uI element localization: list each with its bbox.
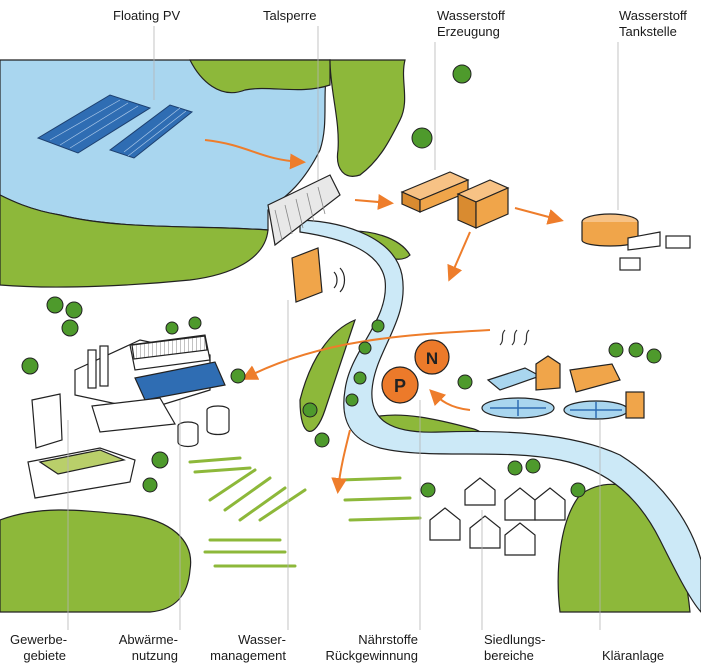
label-abwaermenutzung-line1: Abwärme- [118, 632, 178, 647]
dam [267, 174, 341, 247]
label-naehrstoffe-line1: Nährstoffe [358, 632, 418, 647]
label-naehrstoffe-line2: Rückgewinnung [325, 648, 418, 663]
land-areas [0, 59, 691, 613]
hydropower-building [291, 247, 346, 303]
sewage-treatment-plant [481, 329, 645, 420]
floating-pv-arrays [36, 94, 194, 159]
water-management-fields [188, 456, 422, 568]
label-naehrstoffe-rueckgewinnung: Nährstoffe Rückgewinnung [322, 632, 418, 664]
label-wasserstoff-erzeugung-line2: Erzeugung [437, 24, 500, 39]
label-wasserstoff-erzeugung: Wasserstoff Erzeugung [437, 8, 505, 40]
label-wassermanagement-line1: Wasser- [238, 632, 286, 647]
label-floating-pv: Floating PV [113, 8, 180, 24]
label-abwaermenutzung: Abwärme- nutzung [112, 632, 178, 664]
label-wasserstoff-tankstelle-line1: Wasserstoff [619, 8, 687, 23]
river [299, 219, 701, 613]
nitrogen-icon [414, 339, 450, 375]
label-klaeranlage-text: Kläranlage [602, 648, 665, 663]
label-wassermanagement: Wasser- management [206, 632, 286, 664]
label-floating-pv-text: Floating PV [113, 8, 181, 23]
label-wasserstoff-erzeugung-line1: Wasserstoff [437, 8, 505, 23]
label-talsperre-text: Talsperre [263, 8, 317, 23]
label-wassermanagement-line2: management [210, 648, 286, 663]
hydrogen-production-buildings [400, 171, 510, 229]
label-gewerbegebiete-line1: Gewerbe- [10, 632, 68, 647]
label-gewerbegebiete-line2: gebiete [23, 648, 66, 663]
nutrient-recovery-icons: P N [381, 339, 450, 404]
label-siedlungsbereiche: Siedlungs- bereiche [484, 632, 545, 664]
label-leader-lines [67, 26, 619, 630]
phosphorus-letter: P [394, 376, 406, 396]
label-talsperre: Talsperre [263, 8, 316, 24]
label-gewerbegebiete: Gewerbe- gebiete [10, 632, 68, 664]
trees [21, 64, 662, 498]
label-siedlungsbereiche-line1: Siedlungs- [484, 632, 546, 647]
nitrogen-letter: N [426, 349, 438, 368]
label-wasserstoff-tankstelle: Wasserstoff Tankstelle [619, 8, 687, 40]
phosphorus-icon [381, 366, 419, 404]
label-siedlungsbereiche-line2: bereiche [484, 648, 534, 663]
label-klaeranlage: Kläranlage [602, 648, 664, 664]
label-wasserstoff-tankstelle-line2: Tankstelle [619, 24, 677, 39]
industrial-buildings [27, 334, 230, 499]
label-abwaermenutzung-line2: nutzung [131, 648, 178, 663]
hydrogen-tank-station [581, 213, 691, 271]
settlement-houses [429, 477, 566, 556]
flow-arrows [204, 139, 564, 494]
